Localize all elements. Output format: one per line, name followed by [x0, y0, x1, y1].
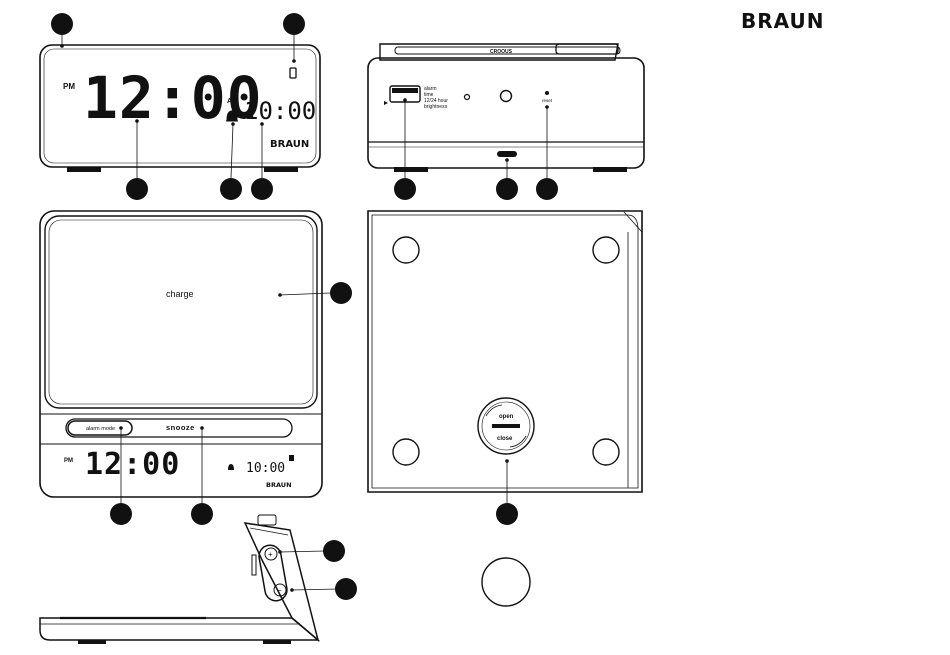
- side-view: + −: [40, 515, 357, 644]
- rotate-arrow-icon: [510, 436, 526, 447]
- front-logo: BRAUN: [270, 139, 309, 150]
- top-alarm-time-display: 10:00: [246, 461, 285, 476]
- rubber-foot: [593, 237, 619, 263]
- top-battery-icon: [289, 455, 294, 461]
- front-pm-indicator: PM: [63, 82, 75, 91]
- wireless-charging-pad[interactable]: [45, 216, 317, 408]
- lid-close-label: close: [497, 436, 513, 442]
- reset-button[interactable]: [545, 91, 549, 95]
- volume-rocker[interactable]: [257, 544, 288, 603]
- back-view: CROOUS alarm time 12/24 hour brightness …: [368, 44, 644, 200]
- back-top-label: CROOUS: [490, 49, 513, 55]
- rubber-foot: [393, 439, 419, 465]
- speaker-hole: [501, 91, 512, 102]
- front-view: PM 12:00 AM 10:00 BRAUN: [40, 13, 320, 200]
- switch-label-brightness: brightness: [424, 104, 448, 110]
- rubber-foot: [593, 439, 619, 465]
- switch-arrow-icon: [384, 101, 388, 105]
- usb-c-port[interactable]: [497, 151, 517, 157]
- top-view: charge alarm mode snooze PM 12:00 10:00 …: [40, 211, 352, 525]
- front-alarm-time-display: 10:00: [244, 97, 316, 125]
- reset-label: reset: [542, 98, 553, 103]
- volume-up-label: +: [268, 550, 273, 559]
- top-bell-icon: [228, 464, 234, 470]
- battery-icon: [290, 68, 296, 78]
- bottom-view: open close: [368, 211, 642, 525]
- top-time-display: 12:00: [85, 447, 180, 482]
- brand-logo: BRAUN: [741, 9, 825, 33]
- alarm-mode-label: alarm mode: [86, 426, 115, 432]
- front-am-indicator: AM: [227, 98, 238, 105]
- volume-down-label: −: [277, 586, 282, 595]
- lid-open-label: open: [499, 414, 514, 420]
- coin-battery: [482, 558, 530, 606]
- charge-label: charge: [166, 289, 194, 299]
- top-pm-indicator: PM: [64, 458, 73, 464]
- rubber-foot: [393, 237, 419, 263]
- top-logo: BRAUN: [266, 481, 292, 489]
- snooze-label: snooze: [166, 423, 195, 432]
- light-sensor: [465, 95, 470, 100]
